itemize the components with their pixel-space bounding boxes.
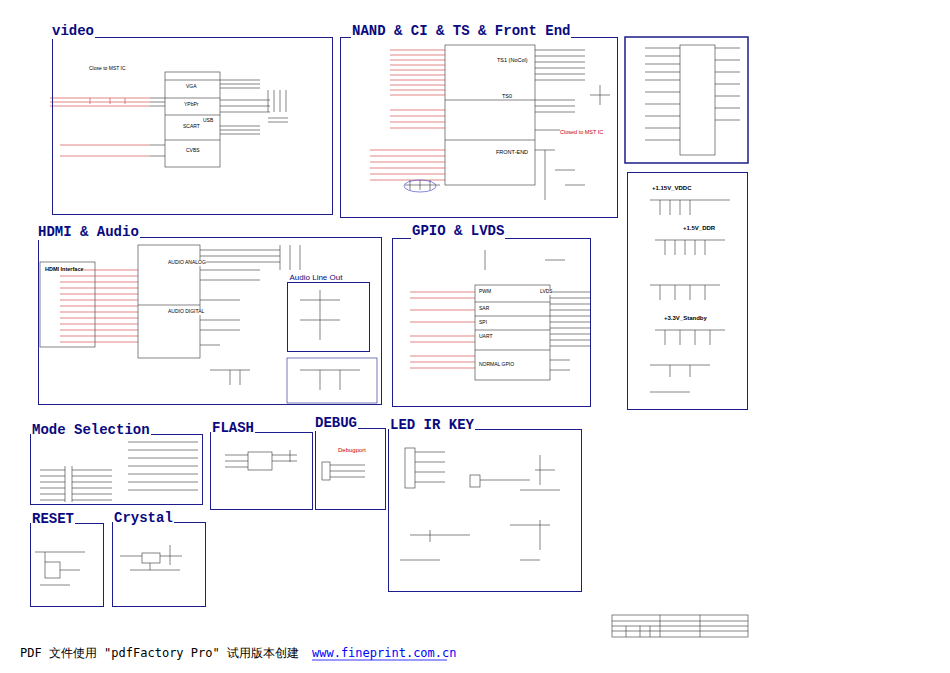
wire-art	[50, 98, 150, 156]
wire-art	[445, 100, 535, 140]
wire-art	[120, 545, 182, 570]
wire-art	[60, 270, 138, 342]
wire-art	[650, 200, 730, 392]
signal-label: USB	[203, 118, 213, 124]
wire-art	[300, 370, 360, 390]
signal-label: SAR	[479, 306, 489, 312]
section-frame: LED IR KEY	[388, 429, 582, 592]
wire-art	[40, 466, 112, 502]
signal-label: FRONT-END	[496, 149, 528, 155]
wire-art	[370, 50, 445, 180]
section-frame: NAND & CI & TS & Front End	[340, 37, 618, 218]
signal-label: TS1 (NoCol)	[497, 57, 528, 63]
wire-art	[330, 465, 365, 477]
section-title: NAND & CI & TS & Front End	[351, 24, 571, 39]
section-frame: Audio Line Out	[287, 282, 370, 352]
wire-art	[625, 37, 748, 163]
section-frame: Crystal	[112, 522, 206, 607]
wire-art	[165, 72, 220, 167]
signal-label: SPI	[479, 320, 487, 326]
wire-art	[445, 45, 535, 185]
wire-art	[475, 285, 550, 380]
signal-label: Closed to MST IC	[560, 129, 603, 135]
section-title: LED IR KEY	[389, 418, 475, 433]
footer-text: PDF 文件使用 "pdfFactory Pro" 试用版本创建	[20, 647, 299, 660]
signal-label: SCART	[183, 124, 200, 130]
wire-art	[485, 250, 590, 370]
section-title: Crystal	[113, 511, 174, 526]
wire-art	[300, 290, 340, 340]
wire-art	[405, 448, 415, 488]
section-frame: GPIO & LVDS	[392, 238, 591, 407]
section-frame: FLASH	[210, 432, 313, 510]
node-text: Audio Line Out	[290, 274, 343, 283]
wire-art	[535, 50, 610, 200]
signal-label: Close to MST IC	[89, 66, 126, 72]
wire-art	[268, 90, 288, 122]
wire-art	[680, 45, 715, 155]
section-frame: DEBUG	[315, 428, 386, 510]
section-frame: +1.15V_VDDC +1.5V_DDR +3.3V_Standby	[627, 172, 748, 410]
wire-art	[225, 450, 297, 467]
section-title: DEBUG	[314, 416, 358, 431]
wire-art	[45, 562, 60, 578]
node-text: +3.3V_Standby	[664, 315, 707, 322]
wire-art	[248, 452, 272, 470]
wire-art	[138, 305, 200, 306]
wire-art	[470, 475, 480, 487]
signal-label: HDMI Interface	[45, 266, 84, 272]
wire-art	[404, 180, 436, 192]
signal-label: VGA	[186, 84, 197, 90]
wire-art	[142, 553, 160, 563]
wire-art	[35, 37, 748, 637]
signal-label: Debugport	[338, 447, 366, 454]
section-frame: HDMI & AudioAudio Line Out	[38, 237, 382, 405]
signal-label: UART	[479, 334, 493, 340]
footer-text: www.fineprint.com.cn	[312, 647, 457, 660]
section-frame: Mode Selection	[30, 434, 203, 505]
node-text: +1.5V_DDR	[683, 225, 715, 232]
wire-art	[287, 358, 377, 403]
section-title: FLASH	[211, 421, 255, 436]
section-frame: RESET	[30, 523, 104, 607]
wire-art	[410, 292, 475, 368]
section-title: RESET	[31, 512, 75, 527]
section-title: Mode Selection	[31, 423, 151, 438]
wire-art	[612, 615, 748, 637]
wire-art	[40, 262, 95, 347]
wire-art	[150, 80, 270, 156]
node-text: +1.15V_VDDC	[652, 185, 692, 192]
signal-label: AUDIO ANALOG	[168, 260, 206, 266]
wire-art	[35, 552, 85, 585]
wire-art	[165, 80, 220, 140]
section-title: video	[51, 24, 95, 39]
signal-label: LVDS	[540, 289, 553, 295]
wire-art	[612, 615, 748, 637]
signal-label: AUDIO DIGITAL	[168, 309, 204, 315]
wire-art	[128, 442, 198, 490]
signal-label: CVBS	[186, 148, 200, 154]
wire-art	[400, 452, 560, 560]
signal-label: PWM	[479, 289, 491, 295]
wire-art	[645, 48, 740, 140]
wire-art	[475, 302, 550, 350]
wire-art	[322, 462, 330, 480]
section-title: GPIO & LVDS	[411, 224, 505, 239]
signal-label: YPbPr	[184, 102, 198, 108]
section-title: HDMI & Audio	[37, 225, 140, 240]
signal-label: TS0	[502, 93, 512, 99]
signal-label: NORMAL GPIO	[479, 362, 514, 368]
wire-art	[200, 245, 300, 385]
